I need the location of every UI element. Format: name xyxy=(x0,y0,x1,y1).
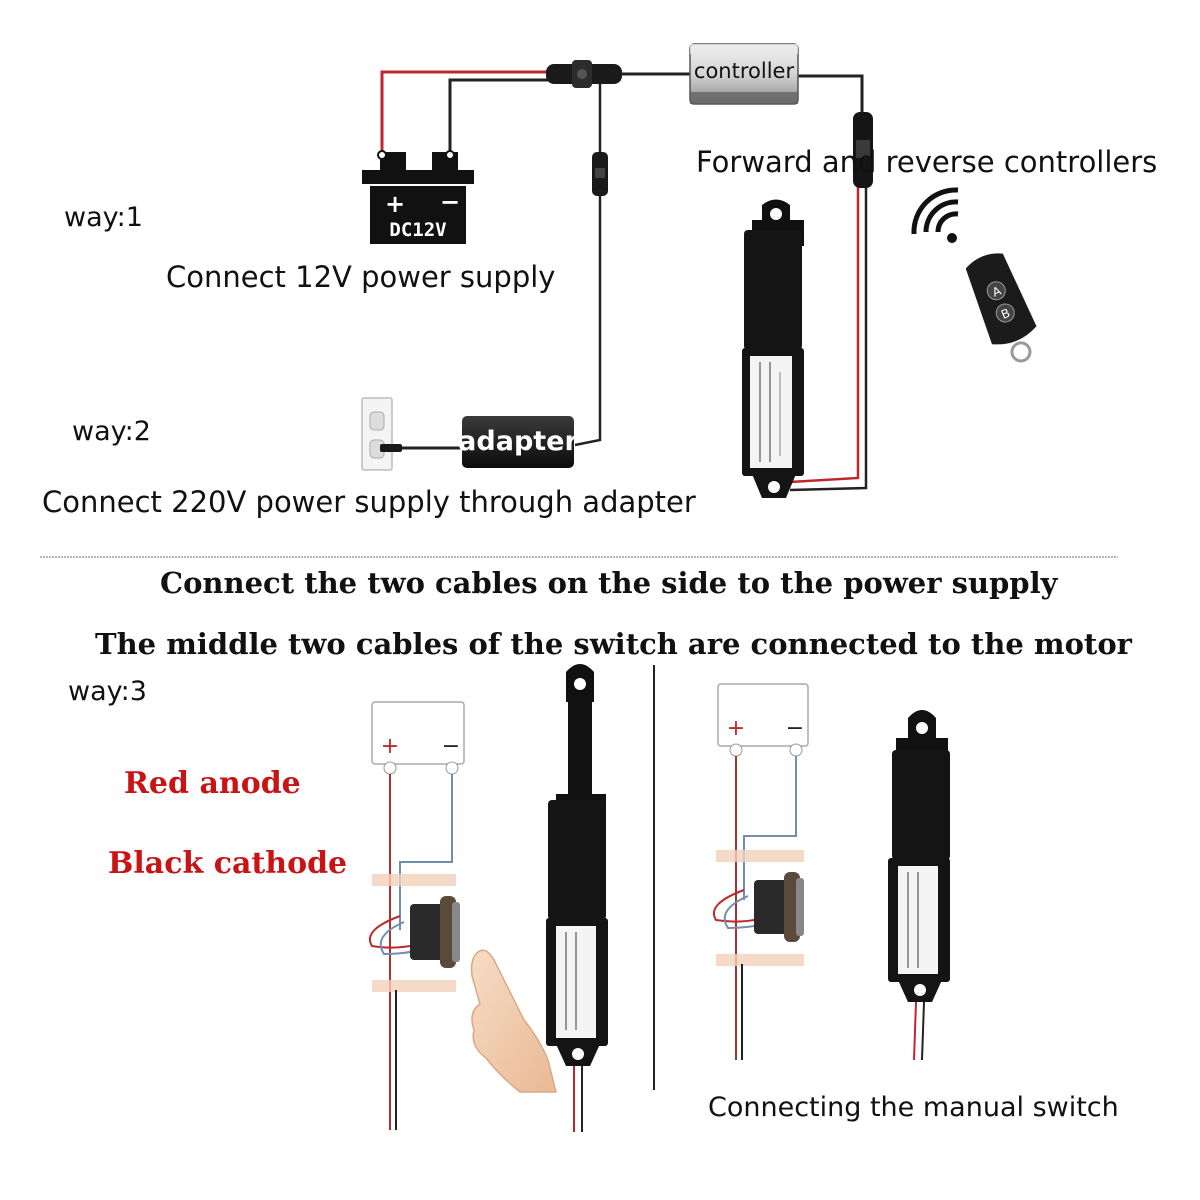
dc-plug xyxy=(592,152,608,196)
battery-label: DC12V xyxy=(389,219,446,241)
way2-label: way:2 xyxy=(72,416,151,447)
controller-label: controller xyxy=(694,59,795,83)
rocker-switch-left xyxy=(410,896,460,968)
inline-connector xyxy=(546,60,622,88)
battery-plus: + xyxy=(385,190,405,218)
controllers-caption: Forward and reverse controllers xyxy=(696,145,1158,179)
rocker-switch-right xyxy=(754,872,804,942)
way1-label: way:1 xyxy=(64,202,143,233)
power-box-right: + − xyxy=(717,683,809,757)
pointing-hand-icon xyxy=(470,949,557,1093)
way3-label: way:3 xyxy=(68,676,147,707)
remote-control-icon: A B xyxy=(965,253,1037,363)
power-minus-right: − xyxy=(786,716,804,741)
instruction-line-1: Connect the two cables on the side to th… xyxy=(160,566,1058,600)
linear-actuator-retracted xyxy=(888,710,950,1061)
linear-actuator-top xyxy=(742,199,804,498)
battery-minus: − xyxy=(440,188,460,216)
way2-caption: Connect 220V power supply through adapte… xyxy=(42,485,696,519)
way1-caption: Connect 12V power supply xyxy=(166,260,556,294)
adapter-box: adapter xyxy=(458,416,578,468)
black-cathode-label: Black cathode xyxy=(108,846,348,881)
power-box-left: + − xyxy=(371,701,465,775)
adapter-label: adapter xyxy=(458,426,578,457)
wifi-signal-icon xyxy=(911,187,959,243)
wall-outlet-icon xyxy=(361,397,470,471)
red-anode-label: Red anode xyxy=(124,766,301,801)
battery-wires xyxy=(380,70,868,492)
power-plus-right: + xyxy=(727,716,745,741)
power-plus-left: + xyxy=(381,734,399,759)
instruction-line-2: The middle two cables of the switch are … xyxy=(95,627,1132,661)
right-wires xyxy=(713,756,804,1060)
controller-box: controller xyxy=(689,43,799,105)
inline-fuse-right xyxy=(853,112,873,188)
battery-icon: + − DC12V xyxy=(362,150,474,244)
manual-switch-caption: Connecting the manual switch xyxy=(708,1092,1119,1123)
power-minus-left: − xyxy=(442,734,460,759)
linear-actuator-extended xyxy=(546,664,608,1132)
